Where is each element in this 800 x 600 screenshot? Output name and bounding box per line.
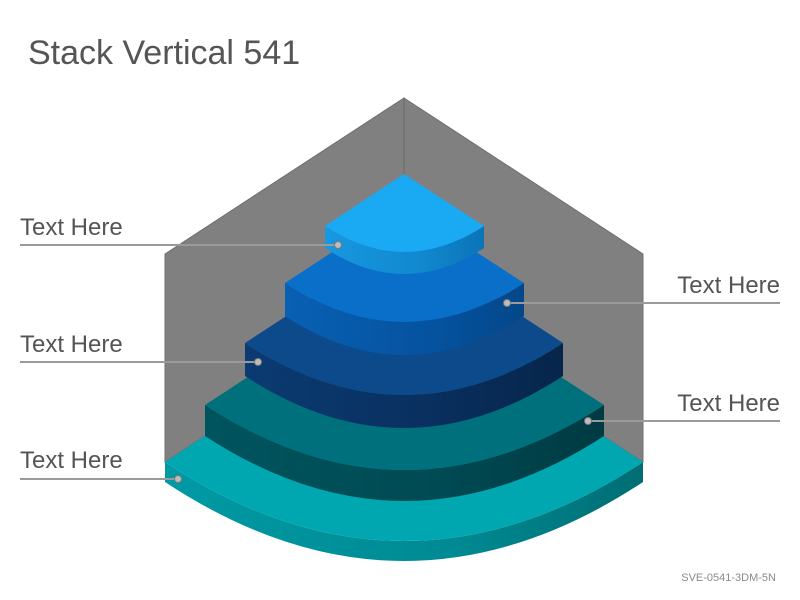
label-tier-2: Text Here xyxy=(677,272,780,299)
tier-1-side xyxy=(325,226,484,274)
callout-lines xyxy=(20,244,780,480)
tier-3-side xyxy=(245,343,563,428)
tier-2-side xyxy=(285,283,524,355)
callout-dot-5 xyxy=(174,475,182,483)
callout-dots xyxy=(174,241,592,483)
label-tier-5: Text Here xyxy=(20,447,123,474)
label-tier-1: Text Here xyxy=(20,214,123,241)
callout-dot-1 xyxy=(334,241,342,249)
callout-dot-3 xyxy=(254,358,262,366)
callout-dot-2 xyxy=(503,299,511,307)
page-title: Stack Vertical 541 xyxy=(28,34,301,72)
callout-dot-4 xyxy=(584,417,592,425)
tier-5-side xyxy=(165,462,643,561)
footer-code: SVE-0541-3DM-5N xyxy=(681,572,776,584)
tier-4-side xyxy=(205,405,604,501)
tier-1 xyxy=(325,174,484,274)
label-tier-4: Text Here xyxy=(677,390,780,417)
tier-1-top xyxy=(325,174,484,252)
label-tier-3: Text Here xyxy=(20,331,123,358)
